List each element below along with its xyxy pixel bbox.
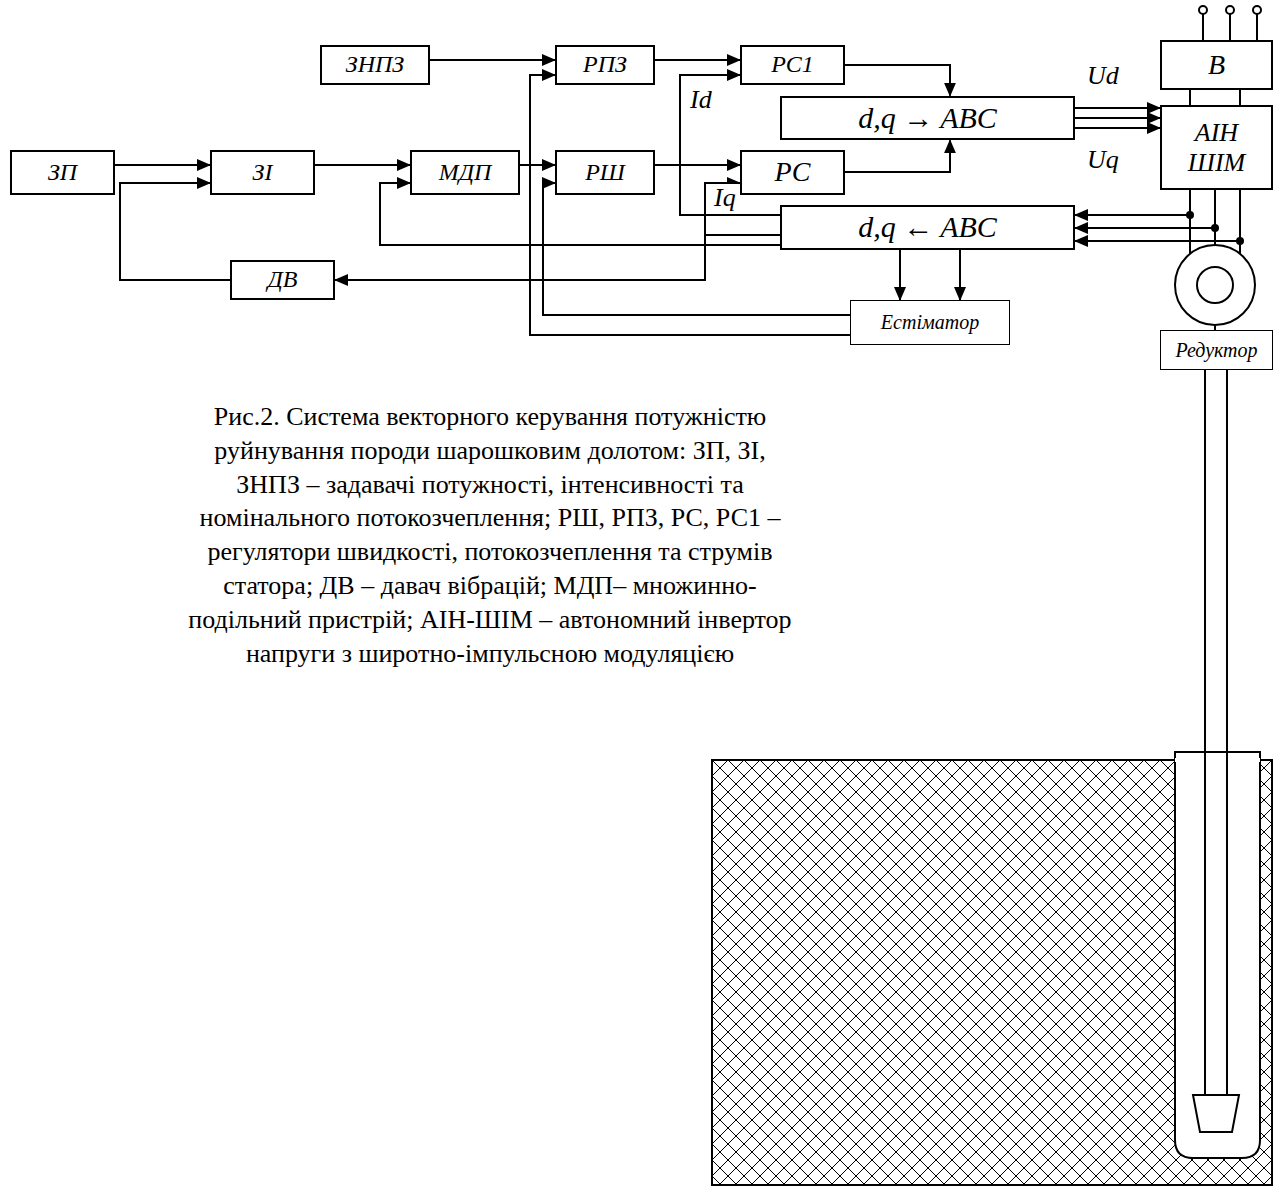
signal-connector bbox=[520, 164, 555, 166]
node-label: РШ bbox=[585, 159, 625, 187]
setter-box: ЗНПЗ bbox=[320, 45, 430, 85]
node-label: МДП bbox=[439, 159, 492, 187]
signal-name: Uq bbox=[1085, 146, 1121, 175]
node-label: ЗІ bbox=[253, 159, 273, 187]
divider-box: МДП bbox=[410, 150, 520, 195]
signal-connector bbox=[655, 59, 740, 61]
transform-box: d,q ← ABC bbox=[780, 205, 1075, 250]
node-label: В bbox=[1208, 49, 1225, 81]
signal-connector bbox=[655, 164, 740, 166]
node-label: ДВ bbox=[268, 266, 298, 294]
node-label: ЗП bbox=[48, 159, 77, 187]
setter-box: ЗП bbox=[10, 150, 115, 195]
signal-connector bbox=[1075, 190, 1240, 241]
regulator-box: РПЗ bbox=[555, 45, 655, 85]
figure-caption: Рис.2. Система векторного керування поту… bbox=[185, 400, 795, 670]
node-label: Естіматор bbox=[881, 311, 979, 334]
node-label: РС bbox=[775, 156, 811, 188]
ground-section bbox=[712, 752, 1272, 1185]
signal-connector bbox=[899, 250, 901, 300]
node-label: РПЗ bbox=[583, 51, 627, 79]
drill-string bbox=[1193, 370, 1239, 1132]
transform-box: d,q → ABC bbox=[780, 96, 1075, 141]
rectifier-box: В bbox=[1160, 40, 1273, 90]
estimator-box: Естіматор bbox=[850, 300, 1010, 345]
signal-connector bbox=[1239, 90, 1241, 105]
node-label: Редуктор bbox=[1175, 339, 1257, 362]
signal-name: Iq bbox=[712, 184, 738, 213]
signal-connector bbox=[845, 140, 950, 172]
setter-box: ЗІ bbox=[210, 150, 315, 195]
gearbox-box: Редуктор bbox=[1160, 330, 1273, 370]
regulator-box: РС bbox=[740, 150, 845, 195]
signal-connector bbox=[430, 59, 555, 61]
node-label: d,q ← ABC bbox=[858, 210, 997, 245]
node-label: d,q → ABC bbox=[858, 101, 997, 136]
motor-symbol bbox=[1175, 245, 1255, 330]
signal-connector bbox=[1075, 127, 1160, 129]
signal-connector bbox=[120, 183, 230, 280]
signal-name: Ud bbox=[1085, 62, 1121, 91]
signal-connector bbox=[1075, 117, 1160, 119]
inverter-box: АІН ШІМ bbox=[1160, 105, 1273, 190]
sensor-box: ДВ bbox=[230, 260, 335, 300]
regulator-box: РШ bbox=[555, 150, 655, 195]
signal-connector bbox=[335, 235, 780, 280]
supply-terminals bbox=[1199, 6, 1261, 40]
signal-name: Id bbox=[688, 86, 714, 115]
regulator-box: РС1 bbox=[740, 45, 845, 85]
node-label: ЗНПЗ bbox=[346, 51, 404, 79]
signal-connector bbox=[315, 164, 410, 166]
signal-connector bbox=[959, 250, 961, 300]
signal-connector bbox=[1075, 190, 1190, 215]
node-label: АІН ШІМ bbox=[1177, 118, 1257, 178]
signal-connector bbox=[845, 65, 950, 96]
signal-connector bbox=[115, 164, 210, 166]
signal-connector bbox=[1075, 190, 1215, 228]
signal-connector bbox=[1075, 107, 1160, 109]
signal-connector bbox=[1189, 90, 1191, 105]
node-label: РС1 bbox=[771, 51, 814, 79]
